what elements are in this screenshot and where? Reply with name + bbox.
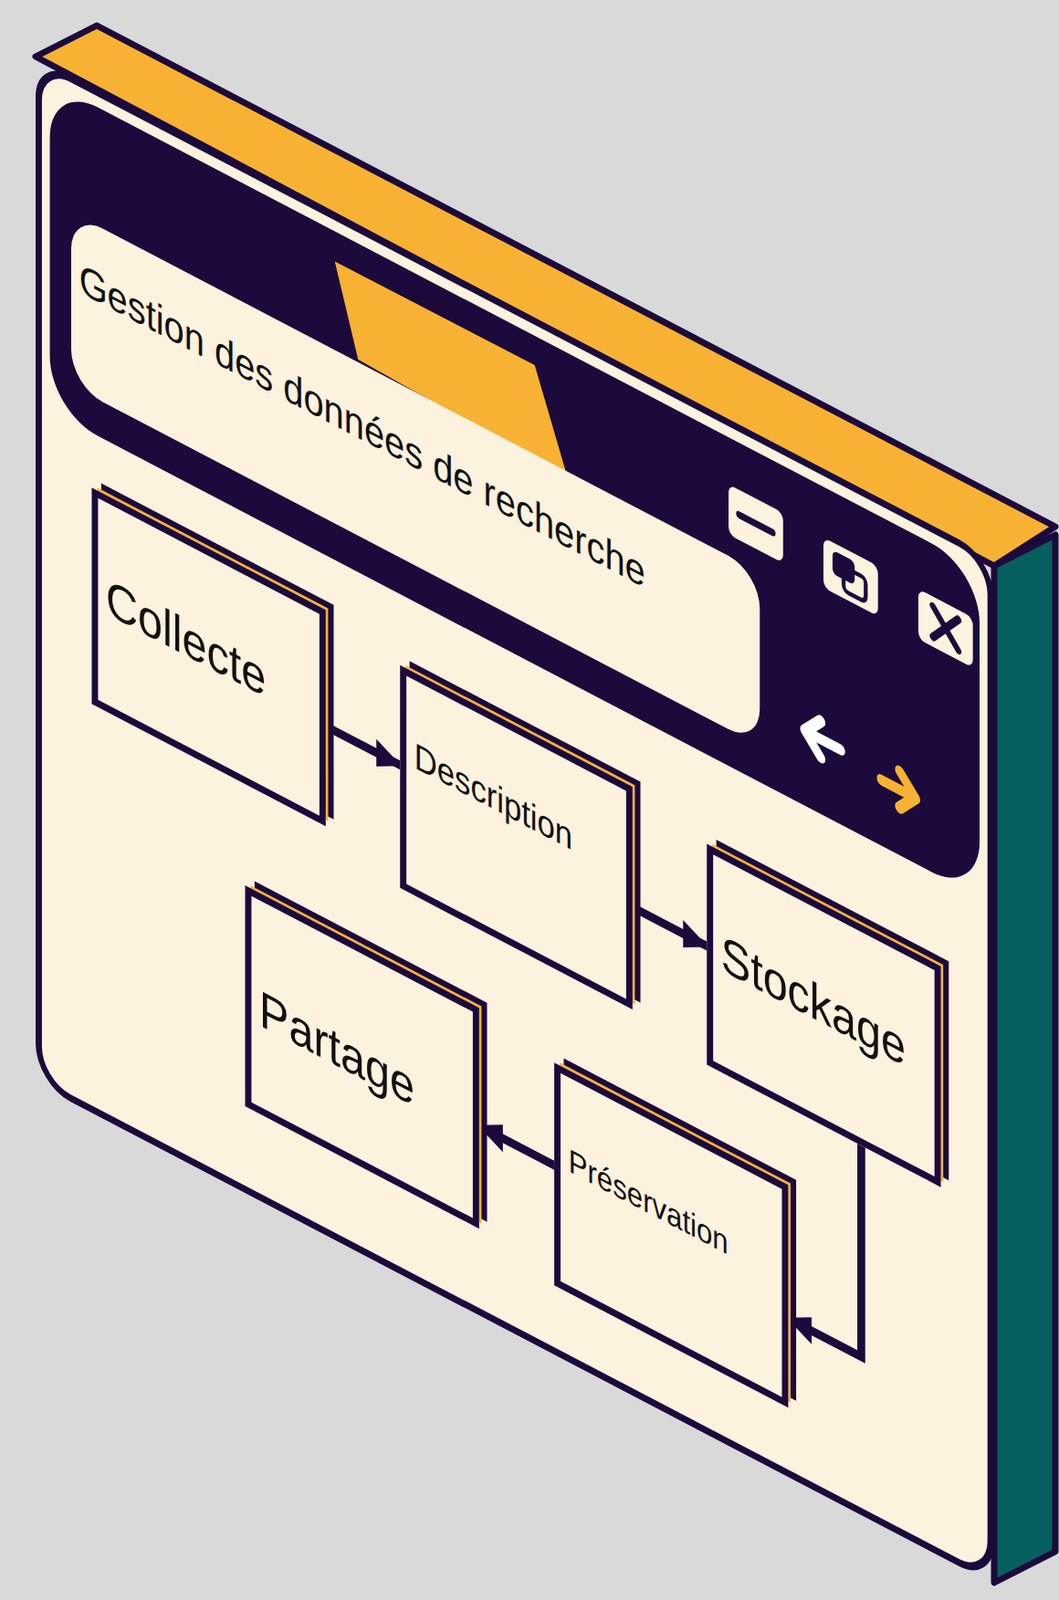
process-box: Description bbox=[399, 665, 633, 1010]
flow-arrow bbox=[787, 1107, 861, 1357]
restore-icon bbox=[843, 566, 866, 603]
process-box: Partage bbox=[244, 885, 479, 1229]
box-label: Stockage bbox=[721, 922, 906, 1080]
process-box: Collecte bbox=[91, 487, 326, 827]
window-side-edge bbox=[994, 534, 1056, 1584]
flow-arrow bbox=[325, 726, 400, 766]
restore-button bbox=[820, 533, 881, 621]
flow-arrow bbox=[632, 907, 707, 947]
process-box: Stockage bbox=[706, 844, 941, 1188]
box-label: Préservation bbox=[568, 1141, 729, 1264]
box-label: Partage bbox=[259, 977, 415, 1119]
flow-arrow bbox=[479, 1126, 555, 1166]
close-button bbox=[915, 584, 976, 672]
box-label: Description bbox=[414, 734, 573, 860]
box-label: Collecte bbox=[105, 566, 266, 710]
forward-arrow bbox=[881, 762, 916, 817]
minimize-button bbox=[725, 479, 787, 567]
back-arrow bbox=[805, 712, 841, 768]
process-box: Préservation bbox=[554, 1062, 788, 1408]
close-icon bbox=[933, 606, 959, 651]
minimize-icon bbox=[739, 514, 773, 533]
